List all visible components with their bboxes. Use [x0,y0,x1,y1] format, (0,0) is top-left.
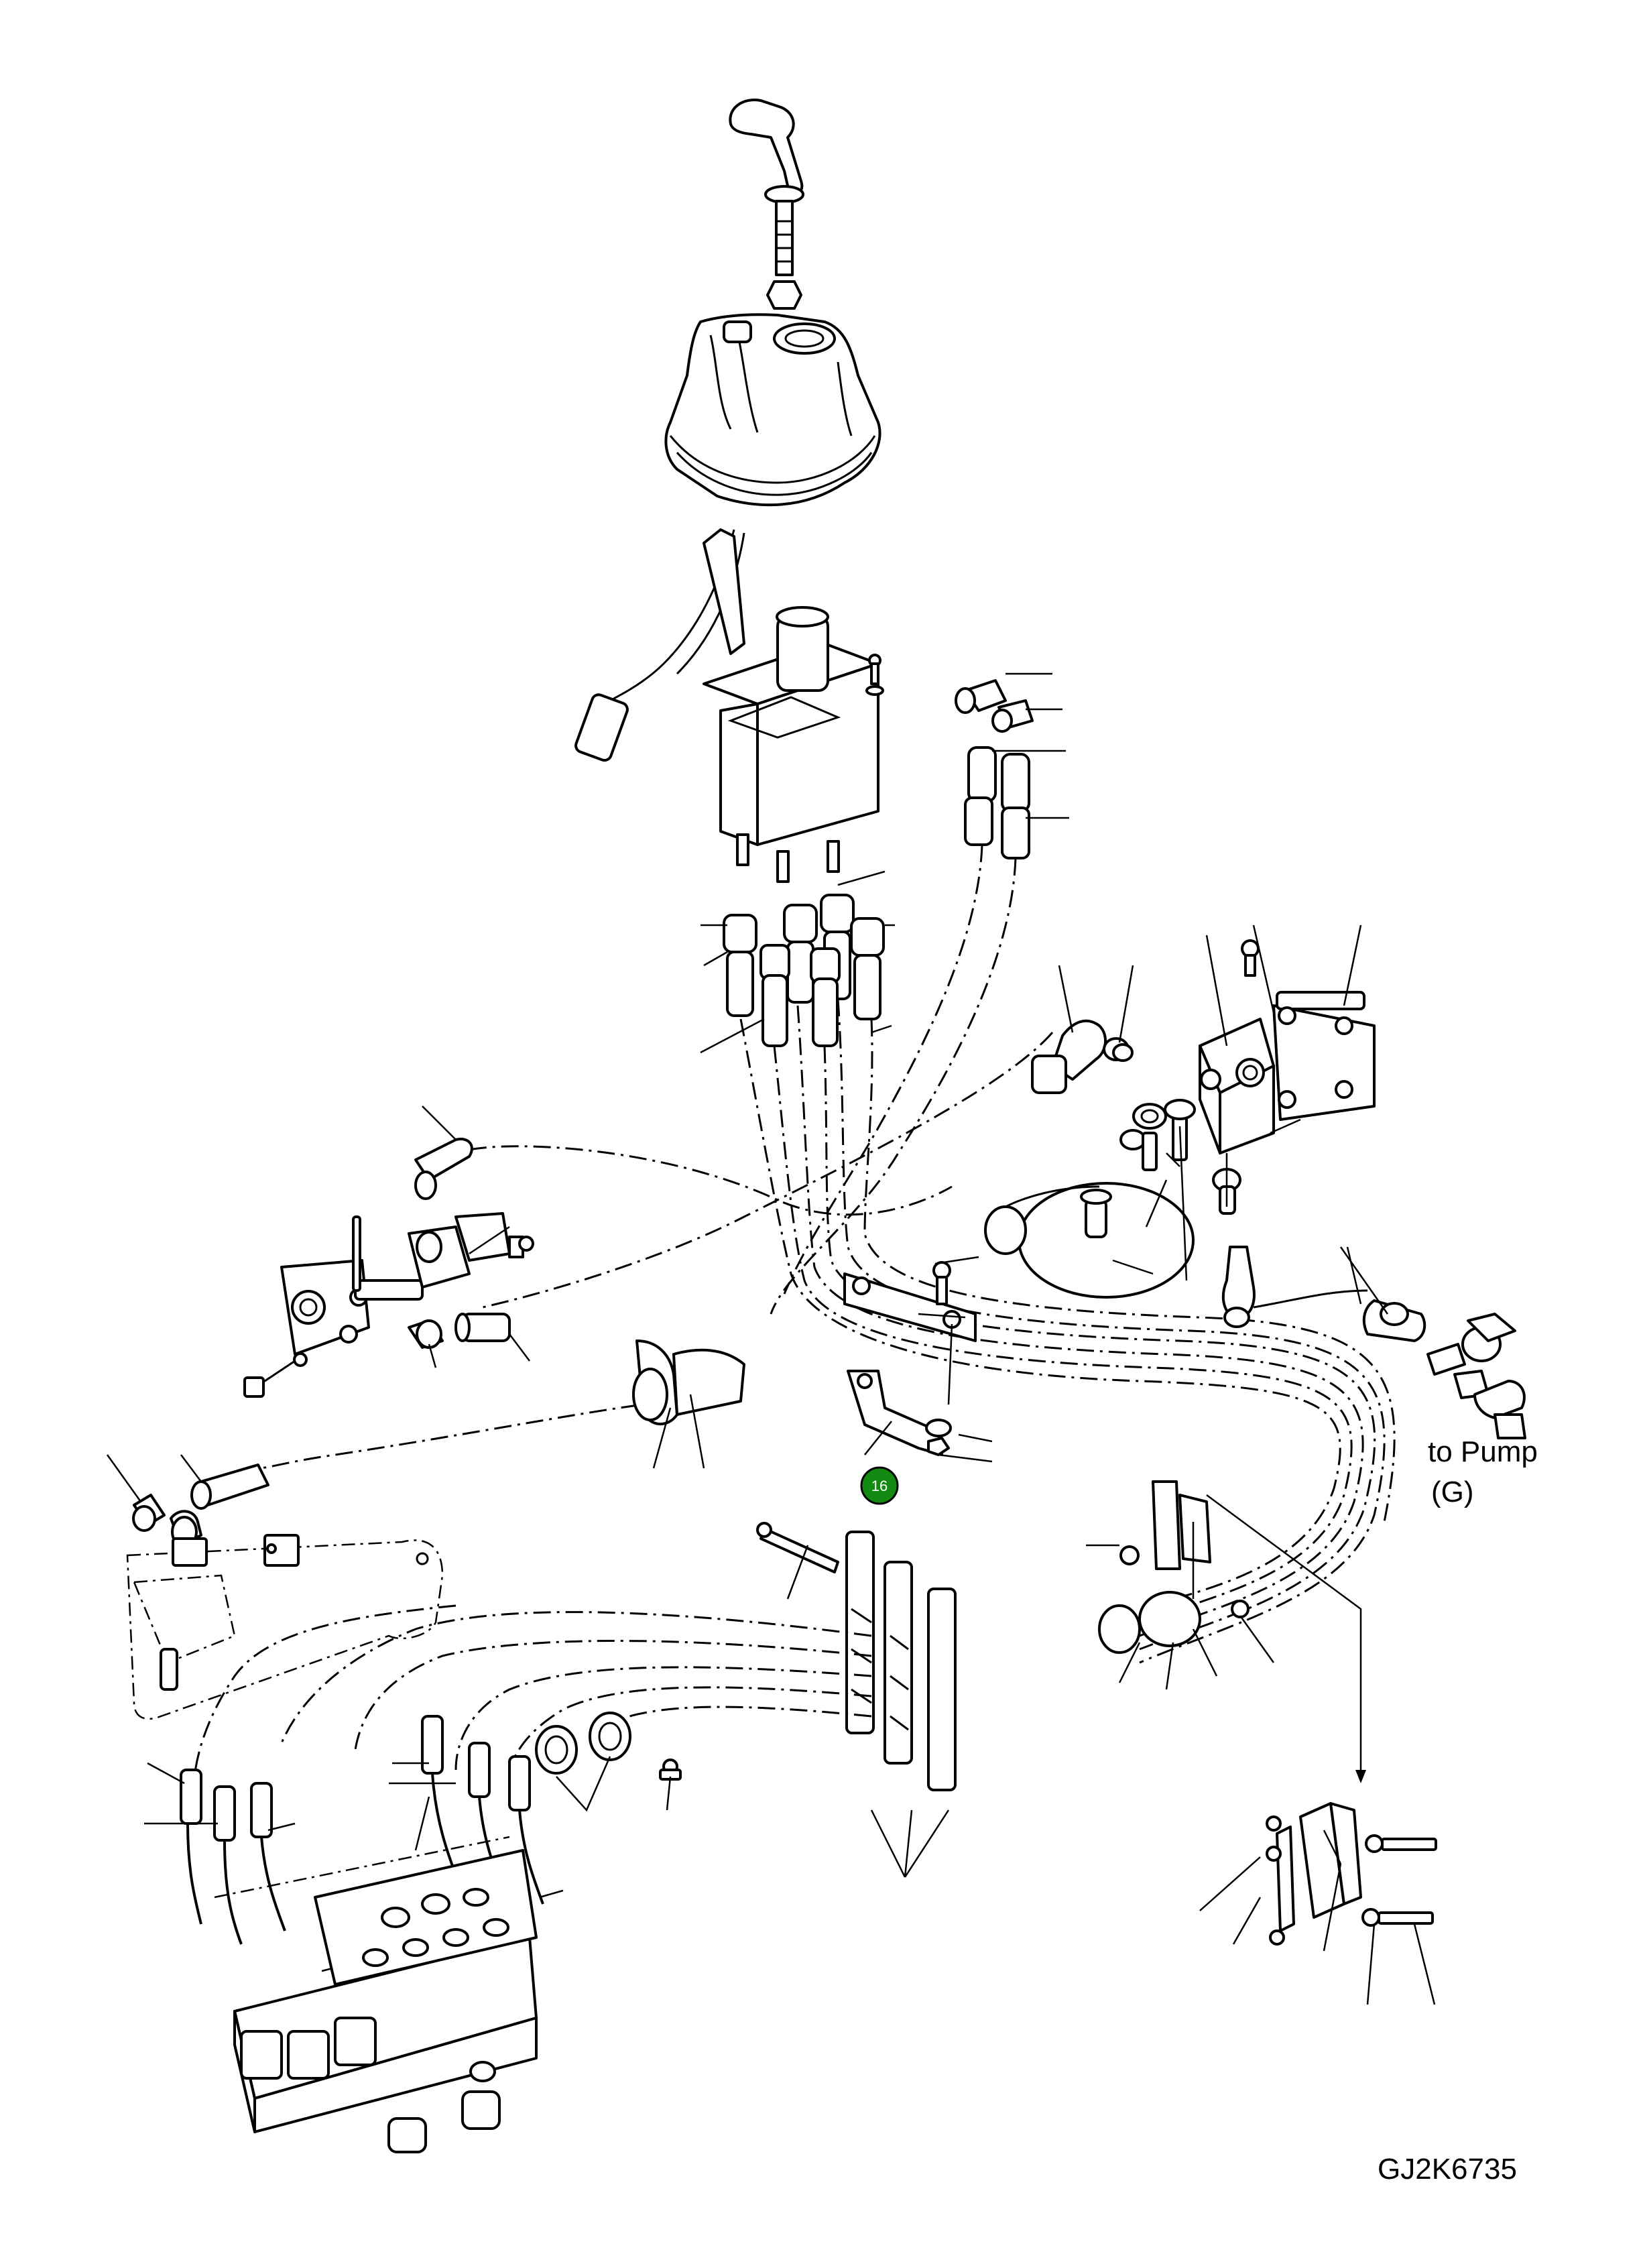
drawing-id: GJ2K6735 [1378,2153,1517,2186]
destination-label-line1: to Pump [1428,1435,1538,1468]
hose-clamp-stack [756,1480,1250,1791]
clamp-detail [1206,1494,1437,1946]
accumulator-manifold [984,939,1376,1299]
joystick-boot [664,313,881,507]
manual-valve-assembly [243,1138,534,1398]
leader-lines [106,672,1436,2005]
hose-bundle [257,844,1396,1664]
callout-16[interactable]: 16 [860,1466,899,1505]
destination-label-line2: (G) [1431,1476,1474,1508]
mounting-brackets-center [632,1261,977,1456]
elbow-fittings-upper [955,679,1034,859]
mounting-frame [126,1534,444,1720]
joystick-handle [729,99,804,310]
callout-number: 16 [871,1478,888,1494]
lower-left-elbow [132,1464,269,1548]
pilot-valve-assembly [574,528,884,883]
main-control-valve [214,1836,538,2153]
pump-fittings [1221,1246,1526,1439]
hose-ends-cluster [723,894,885,1047]
callout-badge[interactable] [860,1466,899,1505]
